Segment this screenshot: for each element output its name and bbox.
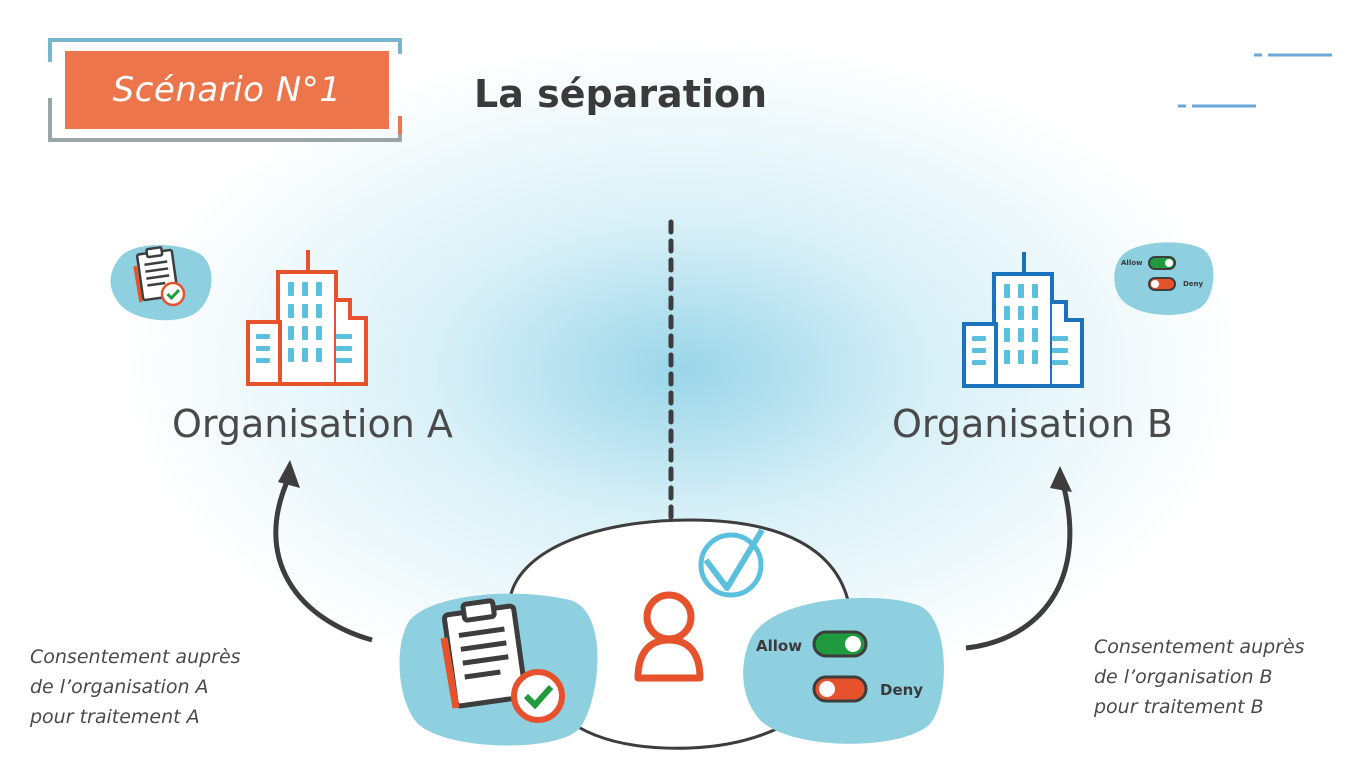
scenario-badge: Scénario N°1 (65, 51, 389, 129)
toggle-blob (743, 597, 944, 744)
check-icon (698, 528, 765, 598)
arrow-left-icon (273, 460, 373, 643)
caption-left-line: de l’organisation A (30, 676, 209, 698)
toggle-deny-icon (812, 675, 868, 703)
caption-right: Consentement auprès de l’organisation B … (1094, 632, 1305, 722)
deny-label: Deny (880, 681, 924, 699)
scenario-label: Scénario N°1 (112, 70, 342, 110)
arrow-right-icon (965, 466, 1073, 651)
building-a-icon (246, 250, 368, 386)
organisation-b-label: Organisation B (892, 402, 1173, 446)
allow-label: Allow (756, 637, 803, 655)
caption-left: Consentement auprès de l’organisation A … (30, 642, 241, 732)
small-toggle-blob (1114, 242, 1214, 315)
page-title: La séparation (474, 72, 768, 116)
building-b-icon (962, 252, 1084, 388)
organisation-a-label: Organisation A (172, 402, 453, 446)
scenario-frame (48, 38, 402, 142)
caption-right-line: pour traitement B (1094, 696, 1264, 718)
clipboard-check-icon (440, 598, 565, 723)
caption-left-line: pour traitement A (30, 706, 200, 728)
toggle-allow-icon (812, 630, 868, 658)
small-clipboard-blob (110, 244, 212, 321)
caption-left-line: Consentement auprès (30, 646, 241, 668)
small-allow-label: Allow (1121, 259, 1143, 267)
user-icon (634, 591, 704, 682)
small-deny-label: Deny (1183, 280, 1204, 288)
clipboard-blob (399, 593, 598, 746)
caption-right-line: Consentement auprès (1094, 636, 1305, 658)
clipboard-check-icon (133, 246, 186, 307)
caption-right-line: de l’organisation B (1094, 666, 1273, 688)
